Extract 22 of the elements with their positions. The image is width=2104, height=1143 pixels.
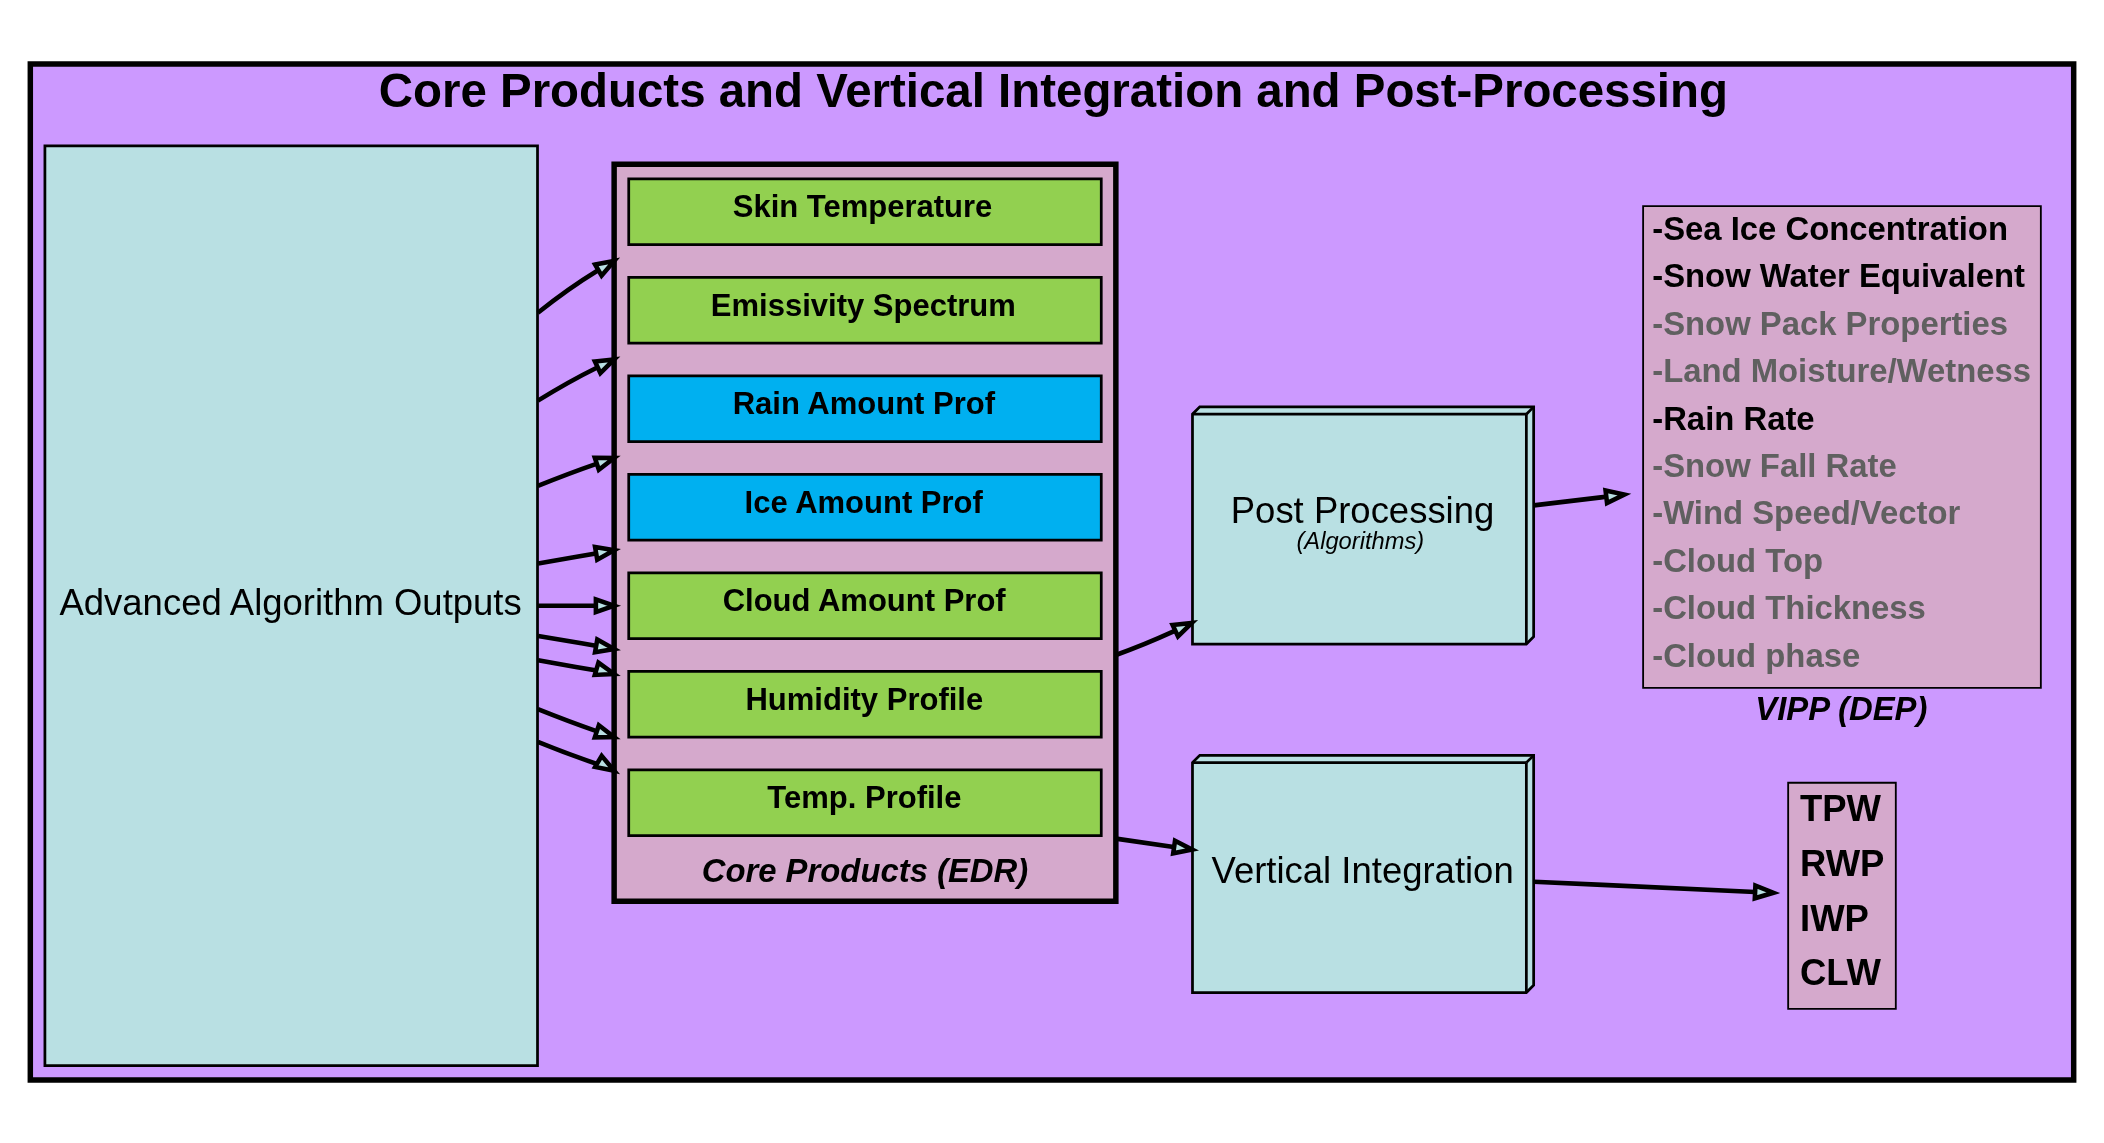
node-box: Temp. Profile: [627, 768, 1103, 837]
arrow: [1533, 487, 1632, 508]
arrow: [537, 739, 621, 774]
node-box: Skin Temperature: [627, 176, 1103, 246]
arrow: [537, 706, 621, 740]
arrow: [538, 595, 622, 615]
node-box: Ice Amount Prof: [627, 472, 1103, 541]
node-box: Emissivity Spectrum: [627, 275, 1103, 344]
arrow: [537, 454, 621, 488]
arrow: [537, 633, 621, 655]
arrow: [536, 356, 621, 403]
arrow: [537, 657, 621, 677]
node-box: Advanced Algorithm Outputs: [43, 144, 539, 1067]
arrow: [537, 543, 621, 566]
node-box: Rain Amount Prof: [627, 374, 1103, 443]
arrow: [536, 256, 621, 315]
arrow: [1115, 619, 1199, 657]
node-box: Cloud Amount Prof: [627, 571, 1103, 640]
arrow: [1533, 878, 1781, 901]
node-box: Humidity Profile: [627, 669, 1103, 738]
arrow: [1115, 835, 1199, 856]
node-label: VIPP (DEP): [1755, 689, 1928, 727]
